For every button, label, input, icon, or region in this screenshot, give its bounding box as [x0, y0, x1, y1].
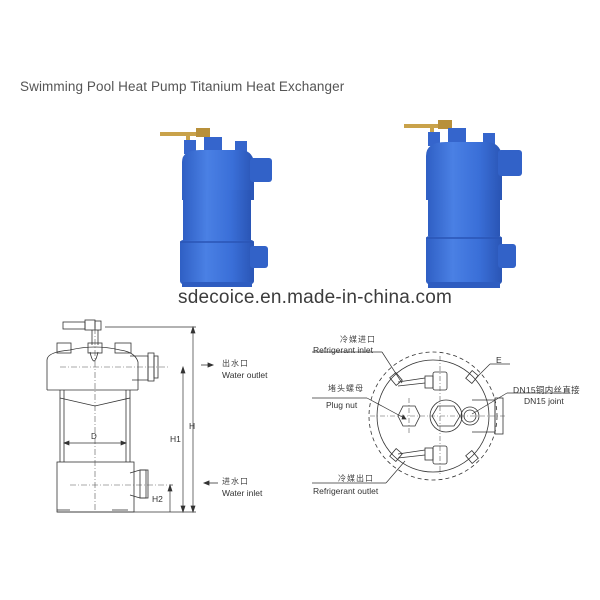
water-outlet-label: Water outlet: [222, 370, 268, 380]
dimension-d-label: D: [91, 432, 97, 441]
refrigerant-inlet-label: Refrigerant inlet: [313, 345, 374, 355]
dn15-joint-label: DN15 joint: [524, 396, 564, 406]
dimension-h1-label: H1: [170, 434, 181, 444]
dimension-h2-label: H2: [152, 494, 163, 504]
refrigerant-outlet-cn-label: 冷媒出口: [338, 474, 374, 483]
water-inlet-cn-label: 进水口: [222, 477, 249, 486]
refrigerant-outlet-label: Refrigerant outlet: [313, 486, 379, 496]
refrigerant-inlet-cn-label: 冷媒进口: [340, 335, 376, 344]
page-title: Swimming Pool Heat Pump Titanium Heat Ex…: [20, 79, 345, 94]
water-inlet-label: Water inlet: [222, 488, 263, 498]
dn15-joint-cn-label: DN15铜内丝直接: [513, 385, 580, 395]
plug-nut-label: Plug nut: [326, 400, 358, 410]
heat-exchanger-photo-1: [160, 128, 272, 287]
water-outlet-cn-label: 出水口: [222, 359, 249, 368]
watermark-text: sdecoice.en.made-in-china.com: [178, 287, 453, 308]
mark-e-label: E: [496, 355, 502, 365]
dimension-h-label: H: [189, 421, 196, 431]
heat-exchanger-photo-2: [404, 120, 522, 288]
plug-nut-cn-label: 堵头螺母: [328, 384, 364, 393]
